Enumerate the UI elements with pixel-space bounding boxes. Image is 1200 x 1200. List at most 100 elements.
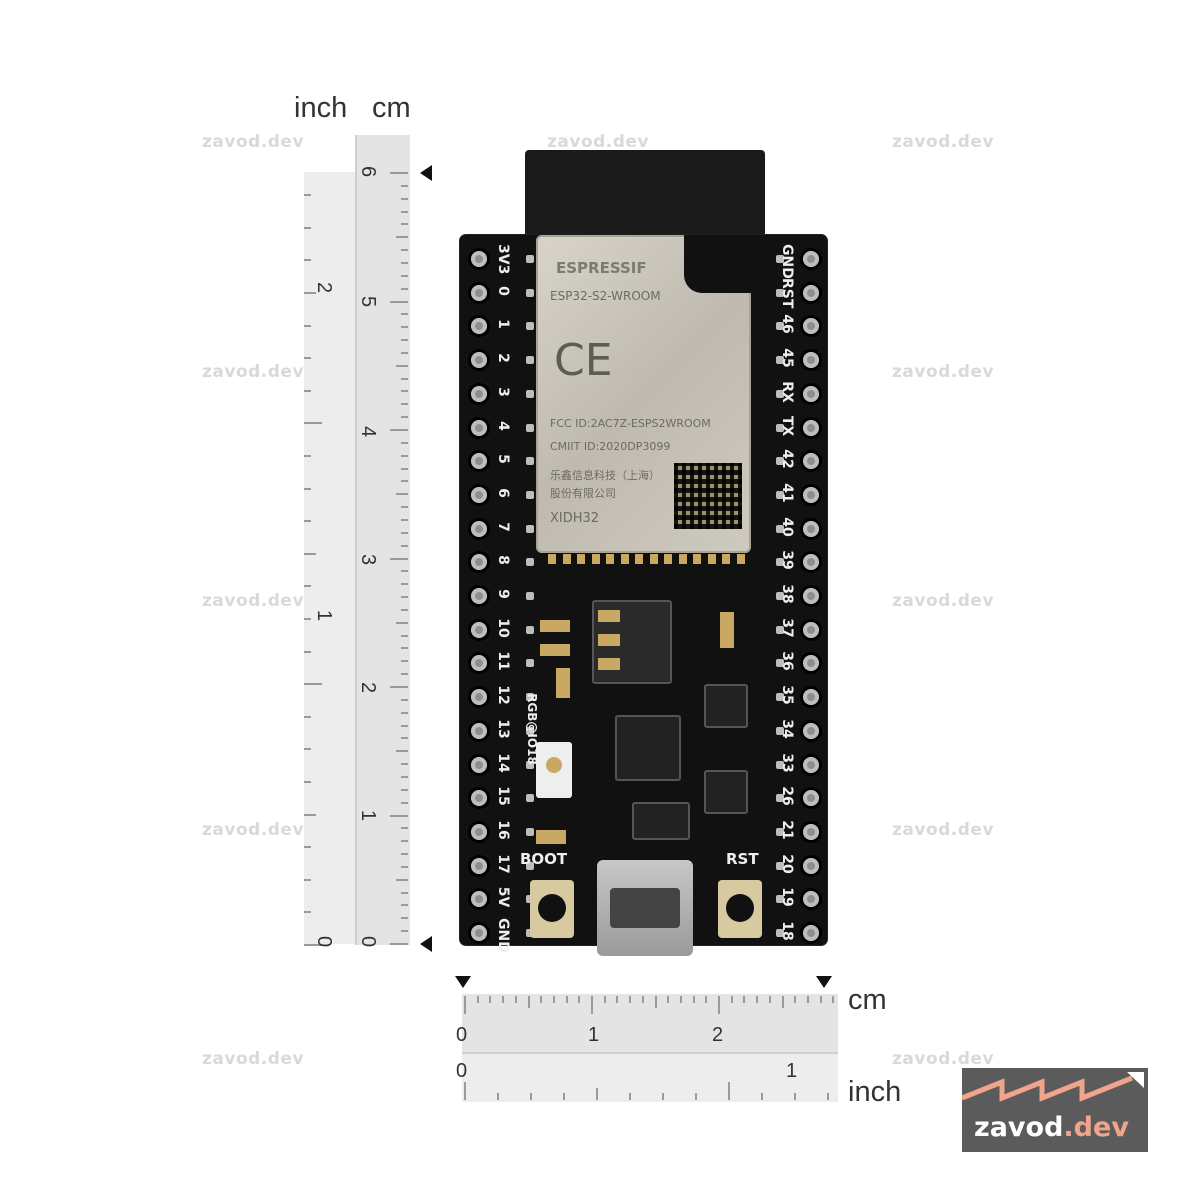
header-pin — [471, 486, 487, 503]
cm-tick — [396, 750, 408, 753]
cm-tick — [401, 698, 408, 701]
header-pin — [471, 251, 487, 267]
cm-tick — [390, 943, 408, 945]
cm-tick-h — [514, 996, 517, 1003]
cm-tick — [390, 172, 408, 174]
cm-tick — [401, 274, 408, 277]
header-pin — [803, 453, 819, 470]
inch-tick — [304, 618, 311, 620]
rgb-led-core — [546, 757, 562, 773]
cm-tick — [401, 403, 408, 406]
cm-tick-h — [806, 996, 809, 1003]
right-pin-label: 42 — [779, 449, 795, 469]
cm-tick — [390, 814, 408, 817]
inch-tick-h — [761, 1093, 763, 1100]
cm-tick — [401, 210, 408, 213]
header-pin-pad — [526, 726, 534, 735]
cm-tick — [401, 339, 408, 342]
inch-tick-h — [563, 1093, 565, 1100]
inch-tick — [304, 520, 311, 523]
right-pin-label: 39 — [779, 550, 795, 571]
inch-tick — [304, 357, 311, 360]
cm-tick-h — [667, 996, 670, 1003]
cm-tick-h — [718, 996, 720, 1014]
left-pin-label: GND — [495, 918, 511, 953]
cm-tick-h — [679, 996, 682, 1003]
left-pin-label: 15 — [495, 786, 511, 806]
left-pin-label: 1 — [495, 319, 511, 330]
cm-number: 3 — [357, 553, 380, 566]
rst-button[interactable] — [718, 880, 762, 938]
left-pin-label: 4 — [495, 420, 511, 431]
header-pin-pad — [526, 592, 534, 600]
smd-component — [556, 668, 570, 698]
cm-tick — [401, 531, 408, 534]
module-pad — [722, 554, 730, 564]
header-pin — [471, 588, 487, 604]
watermark: zavod.dev — [892, 132, 995, 152]
header-pin — [471, 520, 487, 537]
cm-tick — [401, 197, 408, 200]
header-pin-pad — [776, 693, 784, 702]
inch-number: 1 — [313, 609, 336, 622]
transistor — [704, 684, 748, 728]
watermark: zavod.dev — [892, 820, 995, 840]
header-pin — [803, 588, 819, 604]
header-pin-pad — [776, 457, 784, 466]
inch-tick — [304, 259, 311, 262]
header-pin-pad — [776, 760, 784, 769]
cm-tick — [401, 788, 408, 791]
cm-tick-h — [730, 996, 733, 1003]
inch-tick — [304, 389, 311, 392]
cm-tick-h — [527, 996, 530, 1008]
right-pin-label: TX — [779, 415, 795, 436]
right-pin-label: 37 — [779, 617, 795, 638]
cm-tick — [401, 904, 408, 907]
cm-tick-h — [540, 996, 543, 1003]
inch-tick — [304, 748, 311, 751]
header-pin-pad — [526, 760, 534, 769]
watermark: zavod.dev — [892, 591, 995, 611]
watermark: zavod.dev — [202, 1049, 305, 1069]
module-pad — [562, 554, 571, 564]
module-pad — [736, 554, 745, 564]
cm-number-h: 1 — [588, 1024, 600, 1046]
cm-number-h: 0 — [456, 1024, 468, 1046]
header-pin — [803, 486, 819, 503]
cm-number: 6 — [357, 165, 380, 178]
header-pin — [471, 554, 487, 571]
datamatrix-code — [674, 463, 742, 529]
antenna-area — [525, 150, 765, 240]
cm-tick — [401, 506, 408, 509]
module-cn-line1: 乐鑫信息科技（上海） — [550, 469, 660, 482]
cm-tick — [401, 660, 408, 663]
header-pin-pad — [776, 558, 784, 567]
right-pin-label: 45 — [779, 348, 795, 368]
header-pin-pad — [776, 592, 784, 600]
watermark: zavod.dev — [547, 132, 650, 152]
right-pin-label: GND — [779, 244, 795, 279]
cm-tick-h — [794, 996, 797, 1003]
cm-tick-h — [464, 996, 466, 1014]
header-pin — [803, 925, 819, 941]
cm-tick — [401, 711, 408, 714]
header-pin — [471, 722, 487, 739]
boot-button[interactable] — [530, 880, 574, 938]
inch-number-h: 0 — [456, 1060, 468, 1082]
header-pin-pad — [776, 929, 784, 937]
right-pin-label: 46 — [779, 314, 795, 335]
smd-component — [540, 620, 570, 632]
watermark: zavod.dev — [202, 820, 305, 840]
header-pin — [471, 925, 487, 941]
header-pin-pad — [526, 423, 534, 432]
left-pin-label: 14 — [495, 752, 511, 773]
ruler-divider — [355, 135, 357, 945]
right-pin-label: 35 — [779, 685, 795, 705]
module-pad — [606, 554, 614, 564]
inch-number-h: 1 — [786, 1060, 798, 1082]
inch-tick-h — [629, 1093, 631, 1100]
right-pin-label: 41 — [779, 483, 795, 503]
header-pin — [471, 756, 487, 773]
smd-component — [540, 644, 570, 656]
left-pin-label: 16 — [495, 820, 511, 840]
